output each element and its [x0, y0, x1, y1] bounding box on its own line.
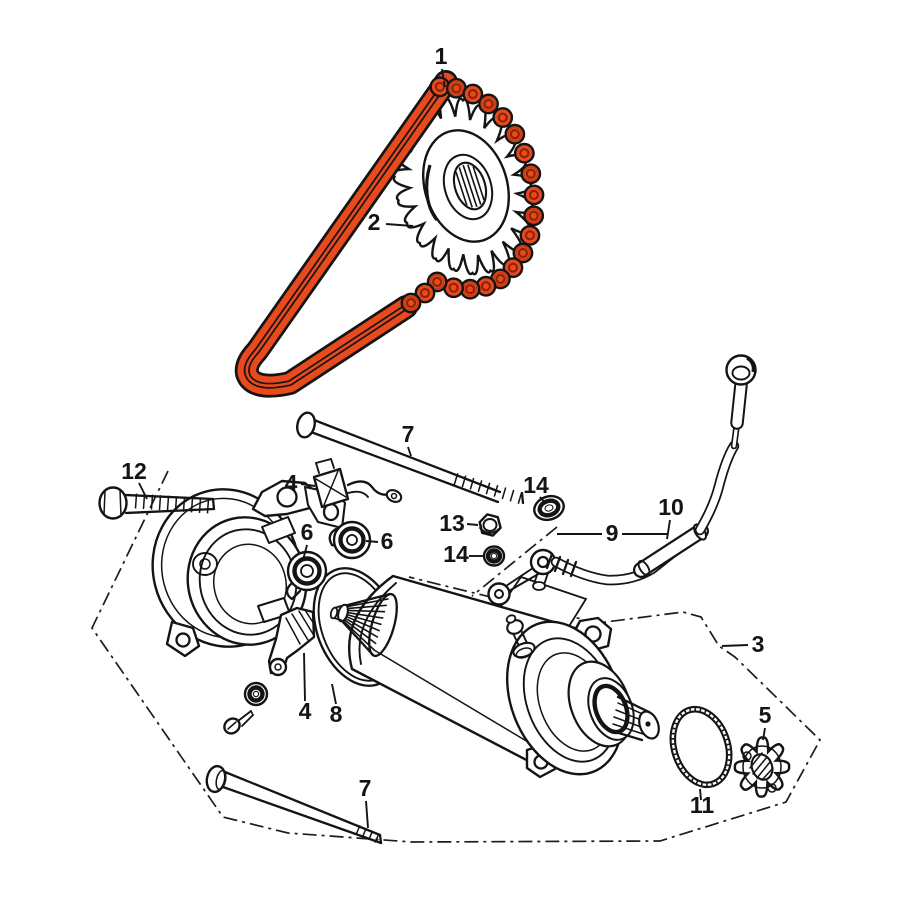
cover-tab [165, 620, 201, 658]
leader-line-6a [302, 544, 308, 561]
callout-nut: 13 [439, 510, 465, 536]
small-washer [243, 681, 269, 707]
callout-washer-a: 14 [523, 472, 549, 498]
leader-line-2 [385, 223, 414, 227]
bearing-retainer [328, 520, 372, 560]
callout-bearing-b: 6 [381, 528, 394, 554]
leader-line-10 [666, 519, 671, 540]
leader-line-8 [331, 683, 337, 705]
callout-through-bolt-b: 7 [359, 775, 372, 801]
sprocket-spline-hatch [749, 752, 774, 781]
terminal-stud [505, 614, 536, 659]
brush-bracket [267, 606, 316, 677]
callout-cable-sleeve: 10 [658, 494, 684, 520]
leader-line-3 [721, 644, 749, 647]
callout-chain: 1 [435, 43, 448, 69]
terminal-cap-boot [725, 354, 757, 386]
starter-chain [234, 70, 545, 398]
callout-bearing-a: 6 [301, 519, 314, 545]
drive-sprocket [392, 96, 534, 276]
through-bolt-lower [205, 764, 383, 845]
callout-starter-assembly: 3 [752, 631, 765, 657]
o-ring [669, 705, 733, 789]
chain-drive-group [234, 70, 545, 398]
cable-boot [545, 552, 578, 578]
assembly-boundary-phantom-line [91, 470, 822, 843]
bracket-hatch [285, 609, 315, 645]
callout-drive-sprocket: 2 [368, 209, 381, 235]
callout-o-ring: 11 [690, 792, 715, 818]
end-cover [151, 479, 347, 658]
callout-cable: 9 [606, 520, 619, 546]
leader-line-13 [466, 523, 479, 526]
small-screw [223, 710, 254, 735]
callout-brush-holder-b: 4 [299, 698, 312, 724]
leader-line-5 [762, 727, 766, 741]
leader-line-1 [441, 68, 446, 88]
starter-sprocket [733, 736, 791, 798]
mount-bolt [98, 486, 216, 520]
terminal-washer-a [533, 494, 565, 522]
callout-through-bolt-a: 7 [402, 421, 415, 447]
leader-line-12 [138, 482, 148, 500]
leader-line-7b [365, 800, 369, 829]
starter-assembly [98, 354, 791, 845]
leader-line-7a [407, 446, 412, 457]
terminal-washer-b [482, 545, 506, 567]
leader-line-4b [303, 652, 306, 702]
terminal-nut [478, 513, 502, 537]
callout-mount-bolt: 12 [121, 458, 147, 484]
callout-gasket: 8 [330, 701, 343, 727]
armature-gear [329, 592, 398, 658]
through-bolt-upper [296, 411, 525, 505]
starter-cable [487, 354, 757, 606]
leader-line-11 [699, 788, 702, 801]
bearing-small [285, 550, 328, 601]
callout-starter-sprocket: 5 [759, 702, 772, 728]
leader-line-4a [300, 483, 316, 487]
callout-brush-holder-a: 4 [285, 470, 298, 496]
callout-washer-b: 14 [443, 541, 469, 567]
leader-line-6b [365, 540, 379, 543]
brush-holder [312, 457, 403, 509]
callouts: 1 2 3 4 4 5 6 6 7 7 8 9 10 11 12 13 14 1… [121, 43, 772, 829]
leader-line-14a [539, 496, 547, 505]
